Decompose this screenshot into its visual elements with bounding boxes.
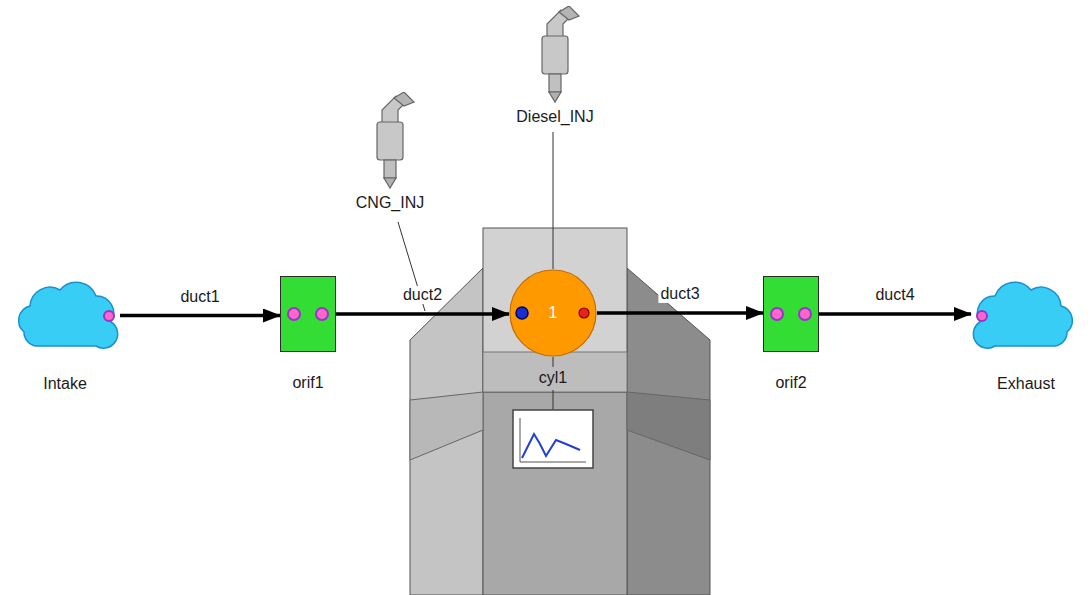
plot-frame	[513, 410, 593, 468]
cylinder-head	[483, 228, 627, 392]
plot-axis	[520, 462, 586, 463]
part-name: orif2	[775, 374, 806, 392]
head-lower-band	[483, 352, 627, 392]
duct-pipe	[819, 312, 971, 316]
engine-block	[410, 228, 710, 595]
port-dot	[977, 311, 987, 321]
injector-body	[542, 36, 568, 74]
engine-right-face	[627, 268, 710, 595]
plot-leader	[553, 357, 554, 367]
injector-tip	[549, 92, 561, 102]
plot-curve	[522, 434, 580, 458]
injector-cap	[559, 6, 579, 20]
orifice-box	[764, 277, 819, 352]
engine-crankcase	[483, 392, 627, 595]
part-name: CNG_INJ	[340, 194, 440, 212]
injector-icon	[360, 92, 420, 192]
duct-label: duct3	[658, 285, 701, 303]
cloud-in-shape	[10, 278, 120, 353]
injector-nozzle	[549, 74, 561, 92]
exhaust-port	[579, 308, 589, 318]
engine-right-band	[627, 392, 710, 460]
boundary-node: Intake	[10, 278, 120, 353]
orifice-shape	[280, 276, 336, 352]
injector-body	[377, 122, 403, 160]
cloud-group	[19, 282, 118, 348]
part-name: Diesel_INJ	[505, 108, 605, 126]
part-name: Exhaust	[997, 375, 1055, 393]
orifice-box: orif2	[763, 276, 819, 352]
injector-nozzle	[384, 160, 396, 178]
duct-label: duct2	[401, 286, 444, 304]
port-dot	[316, 308, 328, 320]
part-name: Intake	[43, 375, 87, 393]
duct-label: duct4	[873, 286, 916, 304]
orifice-shape	[763, 276, 819, 352]
port-dot	[104, 311, 114, 321]
orifice-box: orif1	[280, 276, 336, 352]
plot-leader	[553, 390, 554, 410]
intake-port	[516, 307, 528, 319]
part-name: orif1	[292, 374, 323, 392]
injector-node: Diesel_INJ	[505, 6, 605, 126]
plot-icon	[513, 410, 593, 468]
plot-axis	[520, 418, 521, 462]
boundary-cloud	[19, 282, 118, 348]
cylinder-node: 1cyl1	[509, 269, 597, 357]
engine-left-face	[410, 268, 483, 595]
port-dot	[288, 308, 300, 320]
duct-pipe	[120, 314, 280, 318]
cloud-out-shape	[971, 278, 1081, 353]
part-name: cyl1	[539, 369, 567, 387]
boundary-cloud	[973, 282, 1072, 348]
injector-link	[553, 132, 554, 269]
port-dot	[799, 308, 811, 320]
boundary-node: Exhaust	[971, 278, 1081, 353]
injector-cap	[394, 92, 414, 106]
injector-node: CNG_INJ	[340, 92, 440, 212]
port-dot	[771, 308, 783, 320]
injector-tip	[384, 178, 396, 188]
injector-icon	[525, 6, 585, 106]
cylinder-number: 1	[549, 304, 558, 322]
engine-left-band	[410, 392, 483, 460]
cloud-group	[973, 282, 1072, 348]
cylinder-circle	[510, 270, 596, 356]
duct-pipe	[597, 311, 763, 315]
orifice-box	[281, 277, 336, 352]
duct-label: duct1	[178, 288, 221, 306]
duct-pipe	[336, 312, 509, 316]
